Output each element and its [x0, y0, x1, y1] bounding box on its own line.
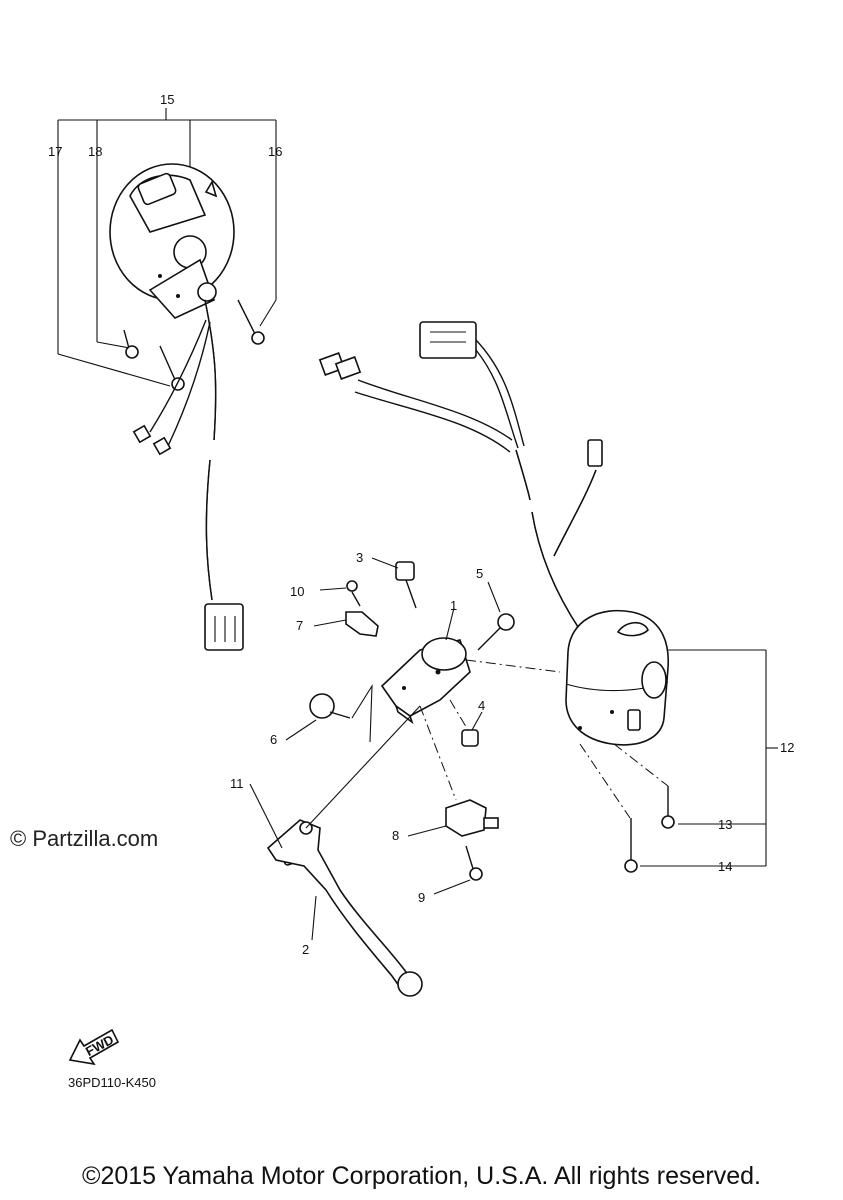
callout-bracket-15 — [57, 108, 277, 387]
leader-lines — [249, 557, 501, 941]
guide-line-2 — [305, 705, 421, 829]
callout-12: 12 — [780, 740, 794, 755]
watermark: © Partzilla.com — [10, 826, 159, 851]
right-handlebar-switch — [565, 609, 670, 746]
callout-4: 4 — [478, 698, 485, 713]
screw-9 — [465, 845, 483, 881]
callout-bracket-12 — [640, 649, 778, 867]
fwd-label: FWD — [83, 1032, 116, 1059]
clutch-switch-8 — [445, 799, 499, 837]
right-switch-harness — [318, 321, 603, 631]
clip-7 — [345, 611, 379, 637]
drawing-code: 36PD110-K450 — [68, 1075, 156, 1090]
callout-13: 13 — [718, 817, 732, 832]
callout-7: 7 — [296, 618, 303, 633]
callout-2: 2 — [302, 942, 309, 957]
guide-line-8 — [419, 705, 457, 801]
callout-1: 1 — [450, 598, 457, 613]
screw-17 — [159, 345, 185, 391]
bolt-5 — [477, 613, 515, 651]
callout-9: 9 — [418, 890, 425, 905]
guide-line-holder — [465, 659, 561, 673]
callout-14: 14 — [718, 859, 732, 874]
guide-line-4 — [449, 699, 469, 731]
left-handlebar-switch — [109, 163, 235, 319]
screw-16 — [237, 299, 265, 345]
bolt-6 — [309, 693, 351, 719]
callout-18: 18 — [88, 144, 102, 159]
callout-5: 5 — [476, 566, 483, 581]
forward-arrow-icon: FWD — [68, 1028, 120, 1066]
nut-4 — [461, 729, 479, 747]
callout-17: 17 — [48, 144, 62, 159]
callout-15: 15 — [160, 92, 174, 107]
guide-line-14 — [579, 743, 631, 819]
callout-16: 16 — [268, 144, 282, 159]
copyright-notice: ©2015 Yamaha Motor Corporation, U.S.A. A… — [82, 1162, 761, 1190]
callout-10: 10 — [290, 584, 304, 599]
callout-labels: 15 17 18 16 3 10 7 1 5 4 6 11 8 9 2 12 1… — [48, 92, 794, 957]
screw-13 — [661, 786, 675, 829]
guide-line-13 — [613, 743, 669, 787]
screw-18 — [123, 329, 139, 359]
callout-3: 3 — [356, 550, 363, 565]
lever-holder — [380, 637, 471, 725]
screw-10 — [346, 580, 361, 607]
left-switch-harness — [132, 299, 244, 651]
bolt-3 — [395, 561, 417, 609]
guide-line-6 — [351, 683, 373, 743]
callout-11: 11 — [230, 776, 244, 791]
lever-2 — [266, 819, 423, 997]
screw-14 — [624, 818, 638, 873]
callout-8: 8 — [392, 828, 399, 843]
callout-6: 6 — [270, 732, 277, 747]
